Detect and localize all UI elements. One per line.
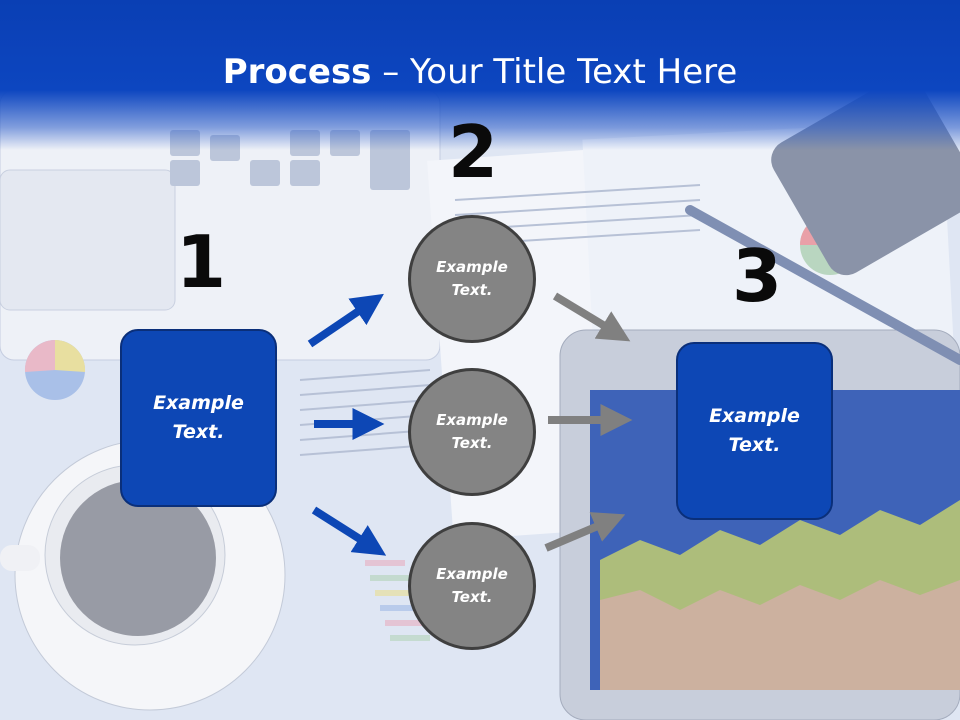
circle-bottom-line2: Text. bbox=[451, 588, 493, 606]
step-3-text-line2: Text. bbox=[728, 434, 781, 456]
step-number-3: 3 bbox=[732, 234, 783, 318]
circle-middle-line2: Text. bbox=[451, 434, 493, 452]
circle-top-line1: Example bbox=[436, 258, 508, 276]
step-1-text-line2: Text. bbox=[172, 421, 225, 443]
step-number-1: 1 bbox=[176, 220, 227, 304]
circle-bottom-line1: Example bbox=[436, 565, 508, 583]
step-3-text-line1: Example bbox=[709, 405, 800, 427]
slide-title-rest: – Your Title Text Here bbox=[371, 52, 738, 92]
title-bar bbox=[0, 0, 960, 150]
step-3-box: Example Text. bbox=[676, 342, 833, 520]
step-2-circle-bottom: Example Text. bbox=[408, 522, 536, 650]
step-1-box: Example Text. bbox=[120, 329, 277, 507]
circle-middle-line1: Example bbox=[436, 411, 508, 429]
step-2-circle-top: Example Text. bbox=[408, 215, 536, 343]
step-number-2: 2 bbox=[448, 110, 499, 194]
step-1-text-line1: Example bbox=[153, 392, 244, 414]
slide-title-bold: Process bbox=[222, 52, 372, 92]
step-2-circle-middle: Example Text. bbox=[408, 368, 536, 496]
slide-title: Process – Your Title Text Here bbox=[0, 52, 960, 92]
circle-top-line2: Text. bbox=[451, 281, 493, 299]
